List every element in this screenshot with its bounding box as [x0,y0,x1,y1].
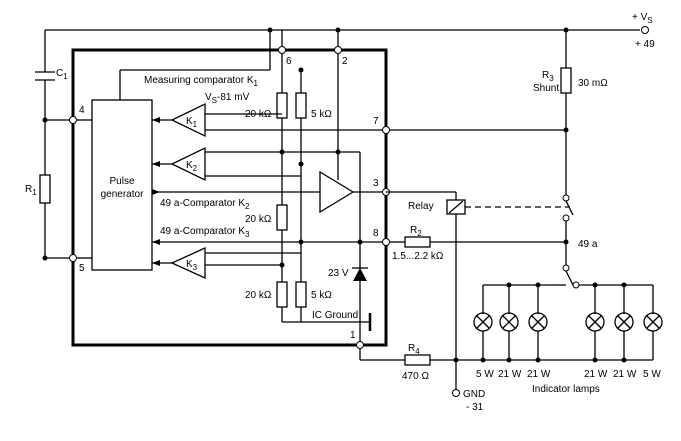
k1-label: K1 [186,116,198,129]
k3-label: K3 [186,259,198,272]
pin-7 [382,126,390,134]
pin-1-label: 1 [350,330,356,341]
r3-value: 30 mΩ [578,78,608,89]
lamp-rating-2: 21 W [498,369,522,380]
pin-8 [382,238,390,246]
zener-label: 23 V [328,268,349,279]
r4-value: 470 Ω [402,371,429,382]
ic-ground-label: IC Ground [312,310,358,321]
left-branch [35,30,73,261]
lamp-rating-5: 21 W [613,369,637,380]
lamp-rating-6: 5 W [643,369,661,380]
comparator-k2-label: 49 a-Comparator K2 [160,198,250,211]
pin-2 [334,46,342,54]
supply-label: + VS [632,12,653,25]
ground-bus [359,349,653,397]
relay-label: Relay [408,201,434,212]
pin-2-label: 2 [342,56,348,67]
r4-label: R4 [408,343,420,356]
r2-label: R2 [410,225,422,238]
supply-terminal-label: + 49 [635,39,655,50]
pulse-generator-label-2: generator [101,189,144,200]
measuring-comparator-label: Measuring comparator K1 [144,75,259,88]
pulse-generator [91,99,153,271]
divider-5k [295,67,307,322]
pin-8-label: 8 [373,228,379,239]
comparator-k2 [170,146,206,182]
r-20k-2: 20 kΩ [245,214,272,225]
lamp [473,312,493,360]
lamp-bus [482,281,654,314]
measuring-comparator-wire [119,30,271,100]
pin-7-label: 7 [373,116,379,127]
shunt-r3 [560,30,572,202]
r1-label: R1 [25,184,37,197]
lamp [614,312,634,360]
zener-diode [352,239,368,344]
pulse-generator-label-1: Pulse [109,176,134,187]
pin-3-label: 3 [373,178,379,189]
ground-terminal [452,389,460,397]
r3-label: R3 [542,70,554,83]
pin-6 [278,46,286,54]
ground-terminal-number: - 31 [466,402,484,413]
ground-terminal-label: GND [463,389,485,400]
r-5k-2: 5 kΩ [311,290,332,301]
lamp-rating-4: 21 W [584,369,608,380]
pin-1 [356,341,364,349]
comparator-k3 [170,246,206,280]
pin-4-label: 4 [79,105,85,116]
capacitor-label: C1 [56,68,68,81]
pin-6-label: 6 [286,56,292,67]
r2-branch [390,236,574,286]
lamps-caption: Indicator lamps [532,384,600,395]
pin-5-label: 5 [79,263,85,274]
pins-4-5 [69,116,92,262]
divider-20k [276,54,288,322]
relay-driver [319,170,355,214]
lamp [499,312,519,360]
r3-role: Shunt [533,83,559,94]
lamp-rating-3: 21 W [527,369,551,380]
indicator-lamps [473,312,663,360]
comparator-k3-label: 49 a-Comparator K3 [160,226,250,239]
lamp [585,312,605,360]
ic-package [71,48,388,347]
r-20k-3: 20 kΩ [245,290,272,301]
terminal-49a-label: 49 a [578,239,598,250]
supply-terminal [641,26,649,34]
r2-value: 1.5...2.2 kΩ [392,251,444,262]
lamp [528,312,548,360]
lamp-rating-1: 5 W [476,369,494,380]
reference-label: VS-81 mV [205,92,250,105]
lamp [643,312,663,360]
comparator-k1 [170,102,206,138]
r-5k-1: 5 kΩ [311,109,332,120]
k2-label: K2 [186,160,198,173]
supply-rail [45,26,649,34]
